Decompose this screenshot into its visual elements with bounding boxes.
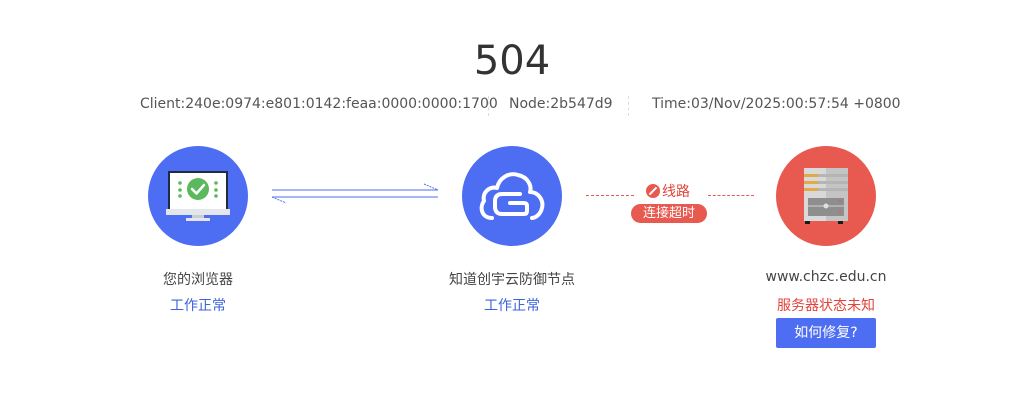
cloud-node-icon-circle: [462, 146, 562, 246]
server-icon: [804, 168, 848, 224]
node-id: Node:2b547d9: [509, 96, 613, 112]
error-code: 504: [473, 38, 551, 84]
cloud-node-status: 工作正常: [484, 298, 540, 314]
blocked-icon: [646, 184, 660, 198]
bidirectional-arrow-icon: [271, 183, 439, 204]
client-ip: Client:240e:0974:e801:0142:feaa:0000:000…: [140, 96, 498, 112]
browser-node-status: 工作正常: [170, 298, 226, 314]
browser-node-icon-circle: [148, 146, 248, 246]
browser-node-label: 您的浏览器: [163, 272, 233, 288]
connection-line-right: [708, 195, 754, 196]
route-text: 线路: [662, 184, 690, 200]
connection-line-left: [586, 195, 634, 196]
request-time: Time:03/Nov/2025:00:57:54 +0800: [652, 96, 901, 112]
request-info: Client:240e:0974:e801:0142:feaa:0000:000…: [0, 96, 1024, 116]
cloud-shield-icon: [479, 172, 545, 220]
info-divider: [488, 96, 489, 116]
info-divider: [628, 96, 629, 116]
how-to-fix-button[interactable]: 如何修复?: [776, 318, 876, 348]
cloud-node-label: 知道创宇云防御节点: [449, 272, 575, 288]
server-node-label: www.chzc.edu.cn: [765, 269, 887, 285]
server-node-icon-circle: [776, 146, 876, 246]
server-node-status: 服务器状态未知: [777, 298, 875, 314]
monitor-check-icon: [166, 171, 230, 221]
route-label: 线路: [646, 181, 690, 201]
timeout-badge: 连接超时: [631, 204, 707, 223]
